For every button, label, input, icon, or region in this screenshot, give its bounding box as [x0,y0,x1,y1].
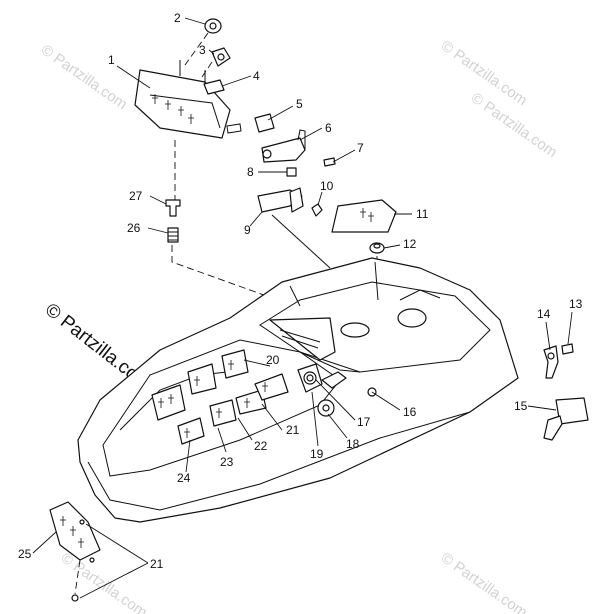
callout-4: 4 [253,69,260,83]
part-nut-8 [286,167,297,177]
callout-19: 19 [310,447,324,461]
callout-27: 27 [129,189,143,203]
callout-15: 15 [514,399,528,413]
callout-13: 13 [569,297,583,311]
leader-lines [32,17,573,599]
callout-25: 25 [18,547,32,561]
part-bracket-14 [543,345,559,379]
part-decals [151,349,289,445]
callout-9: 9 [244,223,251,237]
part-clip-10 [311,203,323,217]
callout-8: 8 [247,165,254,179]
leader-dash-spring [171,245,301,309]
part-mirror-15 [543,397,589,441]
part-screw-7 [323,157,336,167]
part-bracket-25 [49,501,101,602]
part-mount-9 [257,187,331,269]
callout-18: 18 [346,437,360,451]
part-bracket-6 [261,129,306,163]
callout-21a: 21 [286,423,300,437]
part-plate-5 [226,113,275,134]
part-pin-27 [165,199,181,217]
callout-1: 1 [108,53,115,67]
watermark-bottom-right: © Partzilla.com [438,549,531,614]
watermark-top-left: © Partzilla.com [38,41,131,113]
callout-labels: 1 2 3 4 5 6 7 8 9 10 11 12 13 14 15 16 1… [18,11,583,571]
callout-17: 17 [357,415,371,429]
callout-14: 14 [537,307,551,321]
callout-6: 6 [325,121,332,135]
part-spring-26 [167,227,179,243]
callout-24: 24 [177,471,191,485]
callout-10: 10 [320,179,334,193]
callout-2: 2 [174,11,181,25]
part-gauge-17-18-19 [297,363,347,417]
callout-11: 11 [416,207,429,221]
watermark-bottom-left: © Partzilla.com [58,549,151,614]
callout-23: 23 [220,455,234,469]
callout-26: 26 [127,221,141,235]
callout-5: 5 [296,97,303,111]
part-hood [77,257,519,523]
callout-21b: 21 [150,557,164,571]
callout-3: 3 [199,43,206,57]
callout-12: 12 [403,237,417,251]
callout-16: 16 [403,405,417,419]
part-switch-3 [199,47,231,81]
part-dash-pod [134,60,231,139]
part-screw-13 [561,343,574,355]
part-switch-4 [203,79,225,95]
callout-7: 7 [357,141,364,155]
callout-20: 20 [266,353,280,367]
part-cover-11 [331,199,397,233]
callout-22: 22 [254,439,268,453]
part-switch-2 [184,18,222,66]
